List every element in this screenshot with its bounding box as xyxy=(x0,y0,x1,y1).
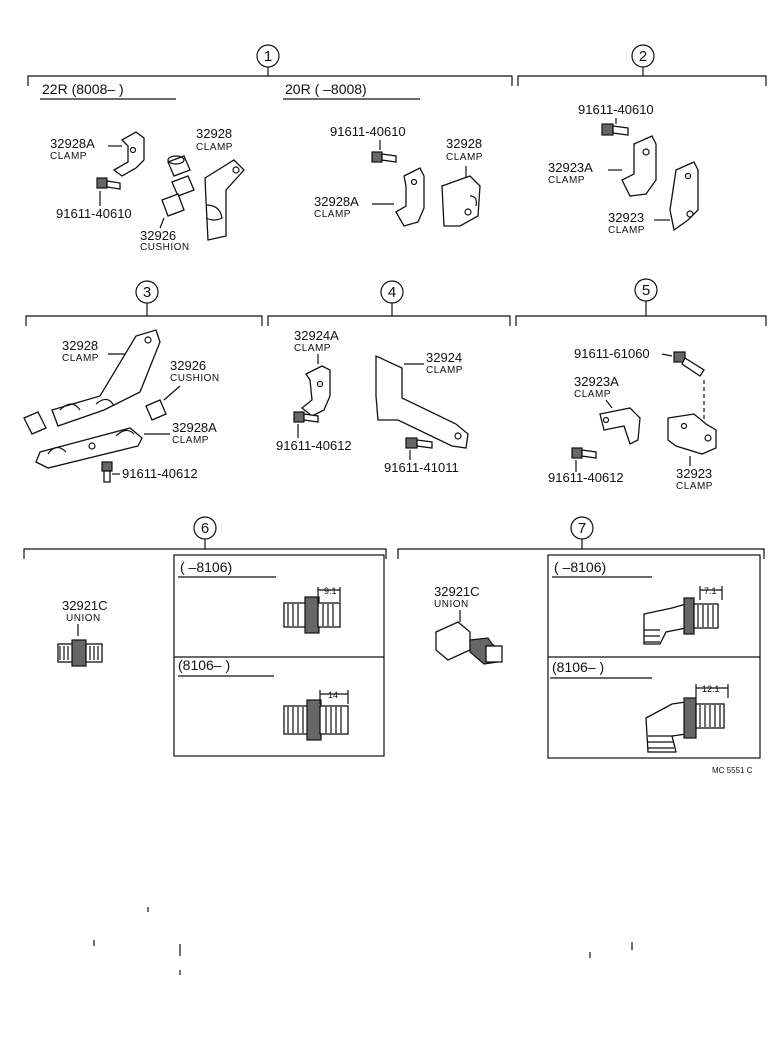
group-5-number: 5 xyxy=(642,282,650,299)
group-2-number: 2 xyxy=(639,48,647,65)
scan-artifacts xyxy=(93,907,633,975)
bolt-part xyxy=(293,411,319,423)
union-elbow-short xyxy=(643,597,719,645)
cushion-part xyxy=(161,155,195,217)
g1b-clampA-pn: 32928A xyxy=(314,194,359,209)
g3-cushion-name: CUSHION xyxy=(170,373,220,384)
g1b-clampA-name: CLAMP xyxy=(314,209,351,220)
bolt-part xyxy=(96,177,121,190)
group-4-number: 4 xyxy=(388,284,396,301)
bolt-part xyxy=(405,437,433,449)
clamp-32928-part xyxy=(51,329,161,427)
g2-bolt-pn: 91611-40610 xyxy=(578,102,654,117)
g5-clampA-name: CLAMP xyxy=(574,389,611,400)
g2-clampA-pn: 32923A xyxy=(548,160,593,175)
g6-box2-header: (8106– ) xyxy=(178,657,230,673)
g4-clampA-pn: 32924A xyxy=(294,328,339,343)
g7-dim-2: 12.1 xyxy=(702,684,720,694)
g4-clampA-name: CLAMP xyxy=(294,343,331,354)
g5-bolt1-pn: 91611-61060 xyxy=(574,346,650,361)
union-straight-short xyxy=(283,596,341,634)
g7-box2-header: (8106– ) xyxy=(552,659,604,675)
g7-dim-1: 7.1 xyxy=(704,586,717,596)
g6-union-pn: 32921C xyxy=(62,598,108,613)
g1-header-22r: 22R (8008– ) xyxy=(42,81,124,97)
g4-clamp-pn: 32924 xyxy=(426,350,462,365)
g7-union-pn: 32921C xyxy=(434,584,480,599)
clamp-a-part xyxy=(300,365,331,417)
g3-clamp-name: CLAMP xyxy=(62,353,99,364)
clamp-32923-part xyxy=(667,413,717,455)
group-3-bracket: 3 xyxy=(25,280,263,326)
g4-bolt2-pn: 91611-41011 xyxy=(384,460,459,475)
g1a-clampA-pn: 32928A xyxy=(50,136,95,151)
union-elbow-long xyxy=(645,697,725,753)
union-part xyxy=(57,639,103,667)
g6-box1-header: ( –8106) xyxy=(180,559,232,575)
group-1-bracket: 1 xyxy=(27,44,513,86)
g1b-clamp-name: CLAMP xyxy=(446,152,483,163)
union-straight-long xyxy=(283,699,349,741)
g7-box1-header: ( –8106) xyxy=(554,559,606,575)
group-1-number: 1 xyxy=(264,48,272,65)
group-7-number: 7 xyxy=(578,520,586,537)
g3-clamp-pn: 32928 xyxy=(62,338,98,353)
footer-code: MC 5551 C xyxy=(712,766,753,775)
g3-clampA-pn: 32928A xyxy=(172,420,217,435)
g6-dim-2: 14 xyxy=(328,690,338,700)
clamp-a-part xyxy=(35,427,143,469)
g4-bolt1-pn: 91611-40612 xyxy=(276,438,352,453)
g1a-cushion-name: CUSHION xyxy=(140,242,190,253)
cushion-part xyxy=(23,399,167,435)
union-elbow-part xyxy=(435,621,503,665)
clamp-32928-part xyxy=(204,159,245,241)
bolt-part xyxy=(571,447,597,459)
group-4-bracket: 4 xyxy=(267,280,511,326)
g5-clampA-pn: 32923A xyxy=(574,374,619,389)
g3-bolt-pn: 91611-40612 xyxy=(122,466,198,481)
g1b-clamp-pn: 32928 xyxy=(446,136,482,151)
g1a-cushion-pn: 32926 xyxy=(140,228,176,243)
g1b-bolt-pn: 91611-40610 xyxy=(330,124,406,139)
g6-detail-box xyxy=(173,554,385,757)
g5-clamp-pn: 32923 xyxy=(676,466,712,481)
g6-union-name: UNION xyxy=(66,613,101,624)
g6-dim-1: 9.1 xyxy=(324,586,337,596)
clamp-a-part xyxy=(112,131,145,177)
g5-bolt2-pn: 91611-40612 xyxy=(548,470,624,485)
bolt-part xyxy=(601,123,629,136)
g1a-bolt-pn: 91611-40610 xyxy=(56,206,132,221)
clamp-a-part xyxy=(395,167,425,227)
g1a-clampA-name: CLAMP xyxy=(50,151,87,162)
group-6-number: 6 xyxy=(201,520,209,537)
group-7-bracket: 7 xyxy=(397,516,765,559)
g5-clamp-name: CLAMP xyxy=(676,481,713,492)
group-3-number: 3 xyxy=(143,284,151,301)
clamp-a-part xyxy=(621,135,657,197)
group-2-bracket: 2 xyxy=(517,44,767,86)
clamp-32928-part xyxy=(441,175,481,227)
g7-union-name: UNION xyxy=(434,599,469,610)
g1a-clamp-pn: 32928 xyxy=(196,126,232,141)
g2-clampA-name: CLAMP xyxy=(548,175,585,186)
g2-clamp-name: CLAMP xyxy=(608,225,645,236)
clamp-32924-part xyxy=(375,354,469,449)
g1-header-20r: 20R ( –8008) xyxy=(285,81,367,97)
g2-clamp-pn: 32923 xyxy=(608,210,644,225)
bolt-part xyxy=(673,351,705,377)
group-5-bracket: 5 xyxy=(515,278,767,326)
clamp-a-part xyxy=(599,407,641,445)
clamp-32923-part xyxy=(669,161,699,232)
bolt-part xyxy=(101,461,113,483)
g3-clampA-name: CLAMP xyxy=(172,435,209,446)
group-6-bracket: 6 xyxy=(23,516,387,559)
g4-clamp-name: CLAMP xyxy=(426,365,463,376)
g3-cushion-pn: 32926 xyxy=(170,358,206,373)
g1a-clamp-name: CLAMP xyxy=(196,142,233,153)
bolt-part xyxy=(371,151,397,163)
